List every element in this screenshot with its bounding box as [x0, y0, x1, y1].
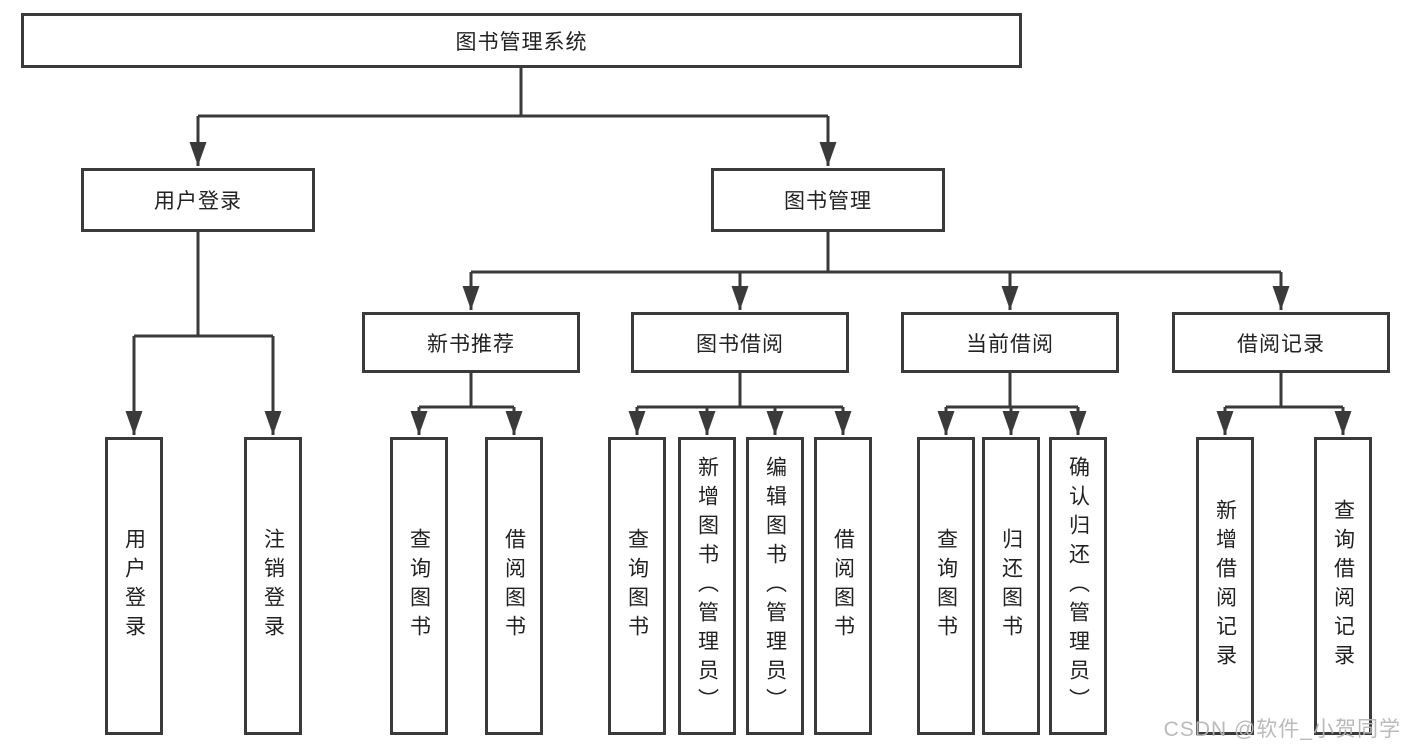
leaf-borrow-borrow-books: 借阅图书	[814, 437, 872, 735]
leaf-logout: 注销登录	[244, 437, 302, 735]
node-book-management: 图书管理	[711, 168, 945, 232]
node-user-login: 用户登录	[81, 168, 315, 232]
leaf-records-add-record: 新增借阅记录	[1196, 437, 1254, 735]
node-borrow-records: 借阅记录	[1172, 312, 1390, 373]
node-root: 图书管理系统	[21, 13, 1022, 68]
leaf-recommend-borrow-books: 借阅图书	[485, 437, 543, 735]
leaf-user-login: 用户登录	[105, 437, 163, 735]
connector-stems	[134, 68, 1343, 409]
leaf-current-query-books: 查询图书	[917, 437, 975, 735]
csdn-watermark: CSDN @软件_小贺同学	[1163, 718, 1401, 741]
leaf-records-query-record: 查询借阅记录	[1314, 437, 1372, 735]
leaf-borrow-edit-books-admin: 编辑图书（管理员）	[746, 437, 804, 735]
leaf-borrow-query-books: 查询图书	[608, 437, 666, 735]
leaf-recommend-query-books: 查询图书	[390, 437, 448, 735]
node-current-borrow: 当前借阅	[901, 312, 1119, 373]
node-new-book-recommend: 新书推荐	[362, 312, 580, 373]
leaf-borrow-add-books-admin: 新增图书（管理员）	[678, 437, 736, 735]
node-book-borrow: 图书借阅	[631, 312, 849, 373]
leaf-current-return-books: 归还图书	[982, 437, 1040, 735]
leaf-current-confirm-return-admin: 确认归还（管理员）	[1049, 437, 1107, 735]
